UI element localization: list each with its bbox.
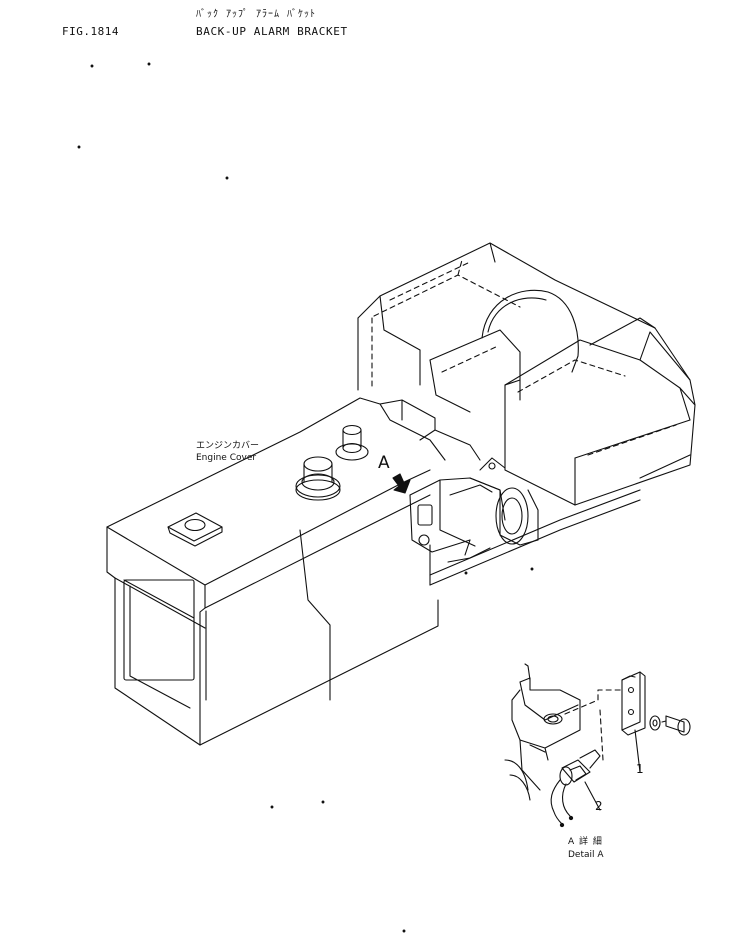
alarm-switch-part-2 bbox=[550, 749, 601, 828]
engine-cover bbox=[106, 397, 481, 746]
part-number-2: 2 bbox=[595, 799, 603, 813]
access-pad bbox=[167, 512, 223, 547]
muffler-stack bbox=[295, 456, 341, 501]
engine-cover-label: Engine Cover bbox=[196, 453, 257, 463]
title-english: BACK-UP ALARM BRACKET bbox=[196, 25, 348, 38]
engine-cover-label-japanese: エンジンカバー bbox=[196, 441, 260, 451]
pre-cleaner-stack bbox=[335, 424, 369, 461]
detail-a-mount bbox=[504, 663, 623, 801]
detail-a-label-japanese: A 詳 細 bbox=[568, 837, 603, 847]
figure-number: FIG.1814 bbox=[62, 25, 119, 38]
detail-a-label: Detail A bbox=[568, 850, 604, 860]
cab-frame bbox=[357, 242, 696, 506]
view-marker-a: A bbox=[378, 453, 390, 473]
view-arrow bbox=[392, 473, 411, 494]
part-number-1: 1 bbox=[636, 762, 644, 776]
washer-and-bolt bbox=[649, 715, 691, 736]
bracket-part-1 bbox=[621, 671, 646, 773]
scan-specks bbox=[77, 62, 534, 933]
valve-assembly bbox=[409, 457, 641, 586]
title-japanese: ﾊﾞｯｸ ｱｯﾌﾟ ｱﾗｰﾑ ﾊﾞｹｯﾄ bbox=[196, 9, 317, 20]
